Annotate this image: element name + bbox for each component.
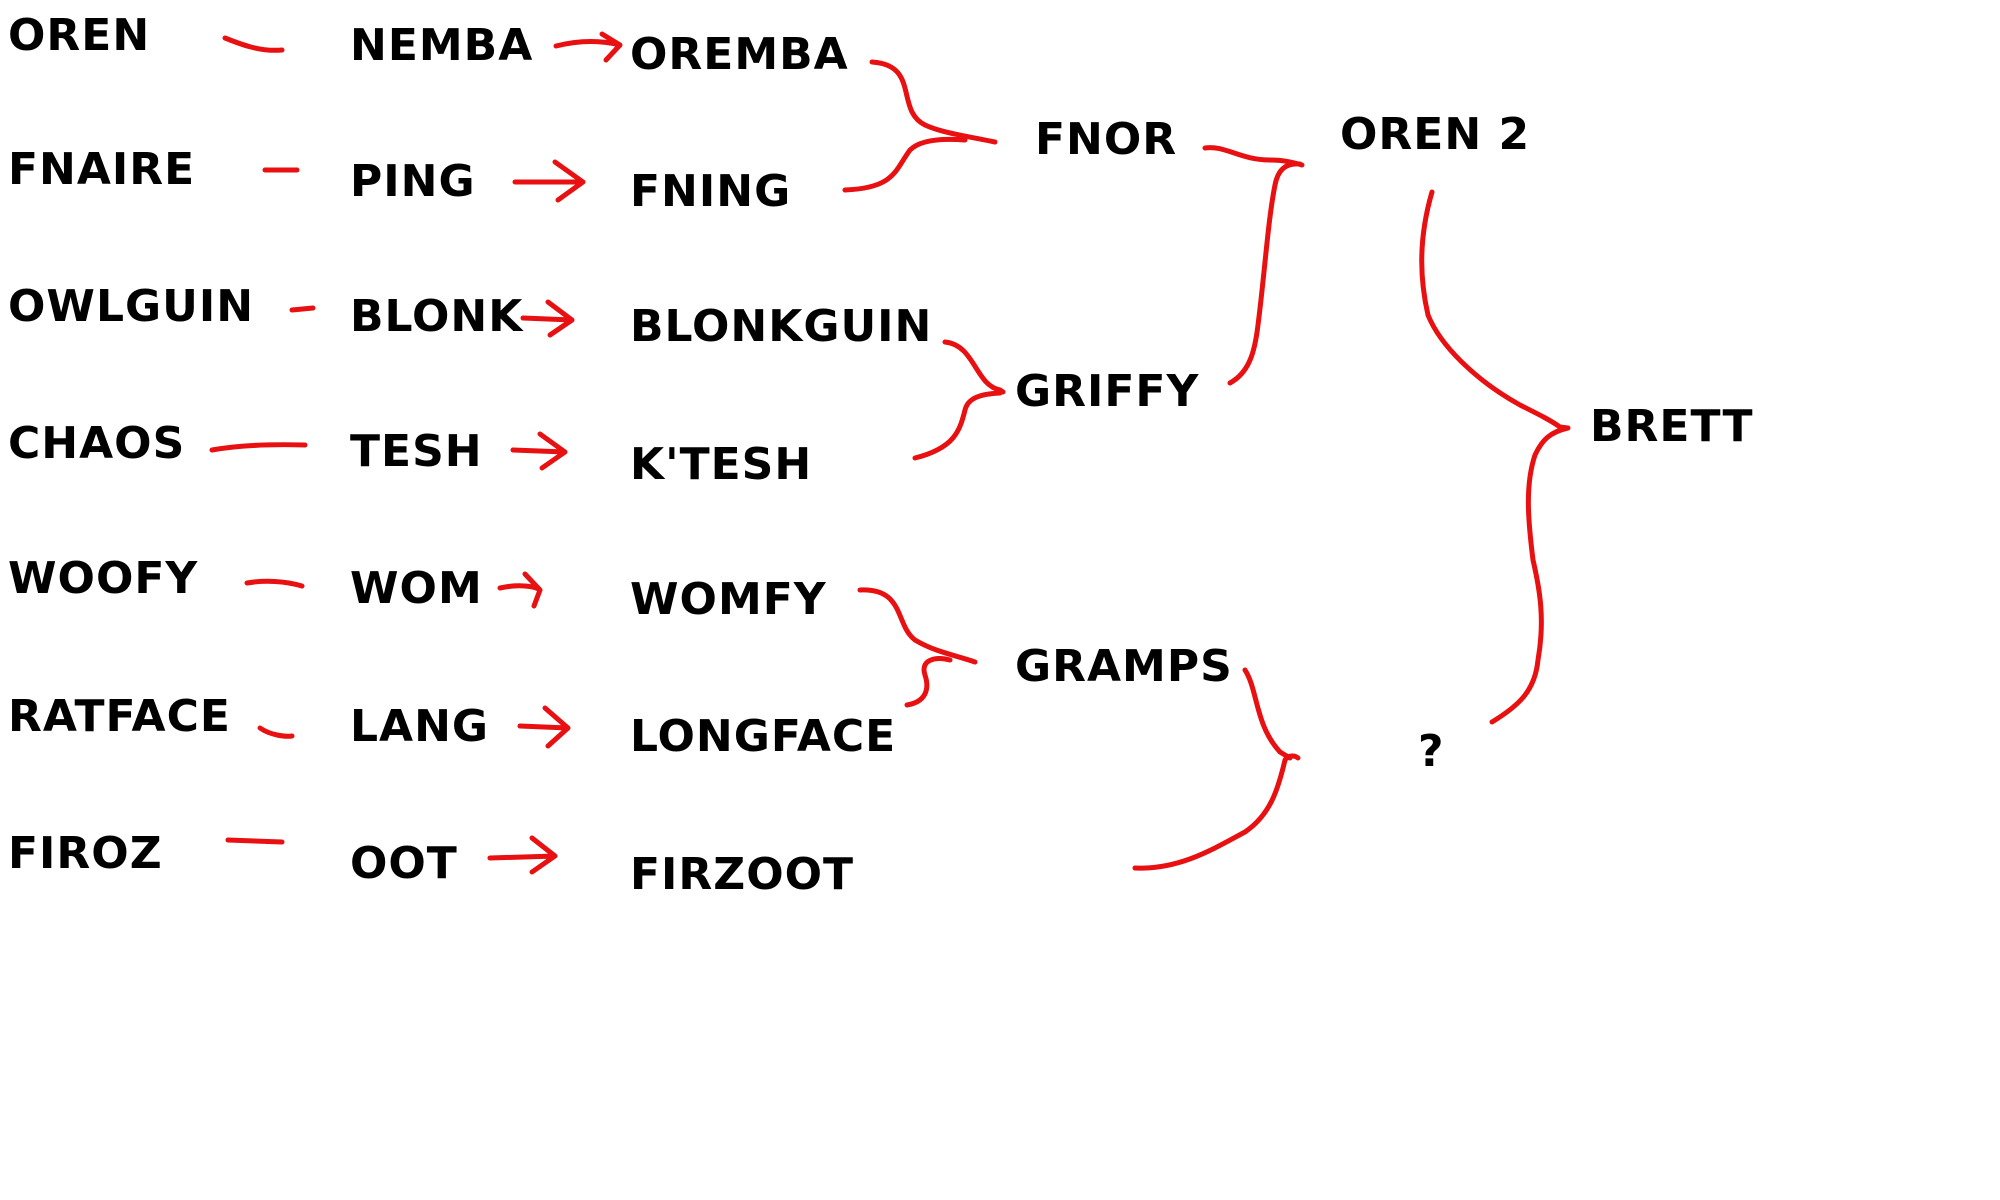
column3-name: FNING [630, 166, 792, 217]
round3-unknown: ? [1418, 726, 1445, 777]
column3-name: BLONKGUIN [630, 301, 933, 352]
round2-name: FNOR [1035, 114, 1178, 165]
brace-oremba-fning-to-fnor [842, 59, 998, 193]
arrow-connector-4 [510, 431, 568, 471]
column2-name: WOM [350, 563, 483, 614]
column1-name: OWLGUIN [8, 281, 255, 332]
dash-connector-6 [257, 725, 295, 739]
column2-name: NEMBA [350, 20, 534, 71]
column2-name: PING [350, 156, 476, 207]
brace-blonkguin-ktesh-to-griffy [912, 339, 1006, 461]
round2-name: GRAMPS [1015, 641, 1233, 692]
brace-firzoot-to-gramps [1132, 667, 1301, 871]
brace-fnor-griffy-to-oren2 [1202, 145, 1305, 386]
brace-womfy-longface-to-gramps [857, 587, 978, 708]
column1-name: FNAIRE [8, 144, 196, 195]
arrow-connector-7 [487, 835, 558, 875]
arrow-connector-5 [497, 571, 543, 609]
column3-name: K'TESH [630, 439, 813, 490]
column3-name: WOMFY [630, 574, 827, 625]
column1-name: CHAOS [8, 418, 186, 469]
column2-name: BLONK [350, 291, 524, 342]
dash-connector-3 [289, 305, 316, 313]
dash-connector-7 [225, 837, 285, 845]
column1-name: WOOFY [8, 553, 199, 604]
column3-name: FIRZOOT [630, 849, 855, 900]
arrow-connector-2 [512, 159, 586, 203]
arrow-connector-1 [553, 31, 623, 63]
column2-name: TESH [350, 426, 483, 477]
round3-name: OREN 2 [1340, 109, 1531, 160]
column3-name: LONGFACE [630, 711, 897, 762]
column2-name: OOT [350, 838, 458, 889]
arrow-connector-6 [517, 705, 571, 749]
dash-connector-4 [209, 442, 308, 453]
column1-name: RATFACE [8, 691, 231, 742]
brace-oren2-question-to-brett [1419, 189, 1571, 725]
arrow-connector-3 [520, 299, 575, 338]
round2-name: GRIFFY [1015, 366, 1200, 417]
dash-connector-5 [244, 578, 305, 589]
column3-name: OREMBA [630, 29, 849, 80]
column1-name: FIROZ [8, 828, 163, 879]
column1-name: OREN [8, 10, 151, 61]
dash-connector-1 [222, 35, 285, 53]
final-name: BRETT [1590, 401, 1754, 452]
column2-name: LANG [350, 701, 490, 752]
